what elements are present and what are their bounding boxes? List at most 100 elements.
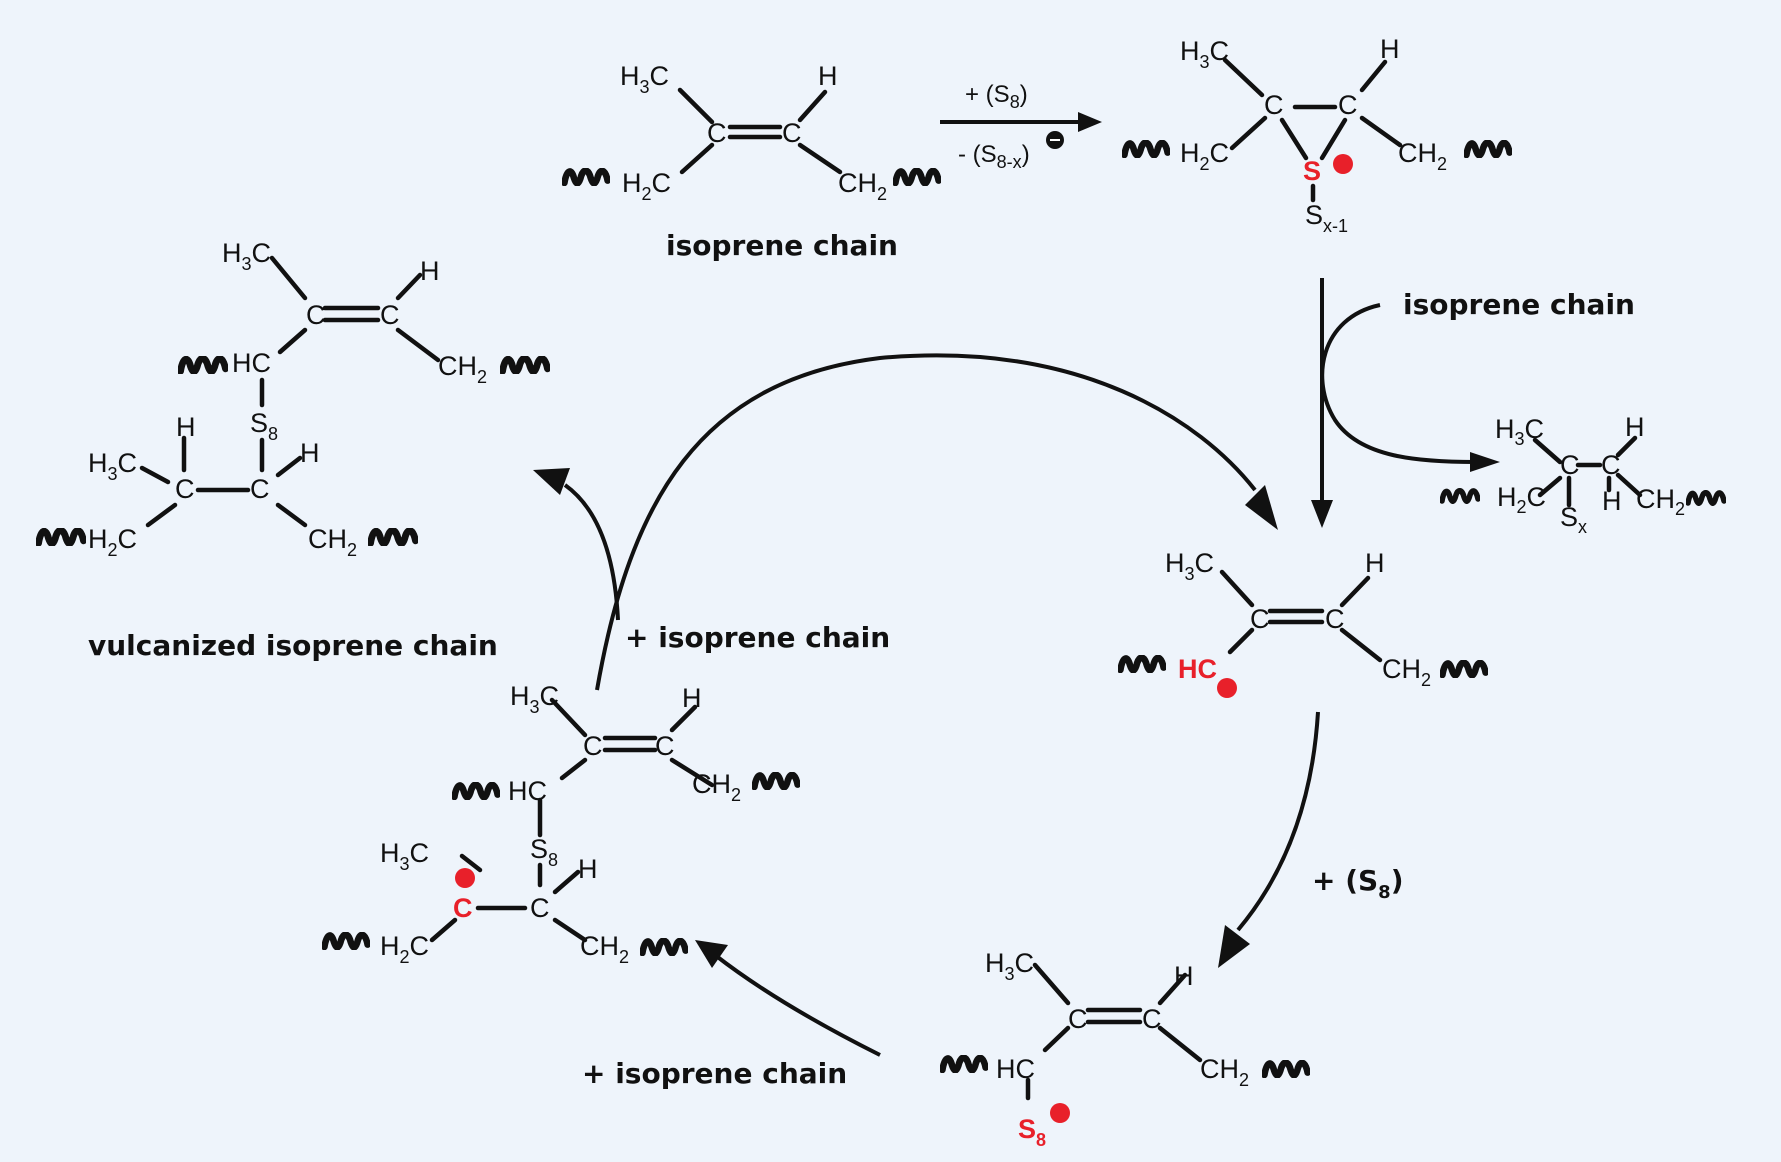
c-label: C xyxy=(707,118,727,148)
reaction-arrow-cycle: + isoprene chain xyxy=(533,353,1278,691)
allylic-cation-molecule: H3C H C C HC CH2 xyxy=(1120,548,1485,698)
ch2-label: CH2 xyxy=(838,168,887,204)
polymer-wave xyxy=(564,171,607,184)
plus-isoprene-label-mid: + isoprene chain xyxy=(625,621,890,654)
vulcanized-label: vulcanized isoprene chain xyxy=(88,629,498,662)
polymer-wave xyxy=(1466,143,1509,156)
h2c-label: H2C xyxy=(1497,482,1546,517)
h3c-label: H3C xyxy=(1495,414,1544,449)
sx-label: Sx xyxy=(1560,502,1587,537)
h-label: H xyxy=(818,61,838,91)
c-label: C xyxy=(1338,90,1358,120)
c-label: C xyxy=(1601,450,1621,480)
ch2-label: CH2 xyxy=(1382,654,1431,690)
polymer-wave xyxy=(454,785,497,798)
h3c-label: H3C xyxy=(88,448,137,484)
polymer-wave xyxy=(39,530,84,543)
h2c-label: H2C xyxy=(1180,138,1229,174)
polymer-wave xyxy=(1442,663,1485,676)
polymer-wave xyxy=(371,530,416,543)
h-label: H xyxy=(578,854,598,884)
ch2-label: CH2 xyxy=(692,769,741,805)
polymer-wave xyxy=(1124,143,1167,156)
h-label: H xyxy=(1625,412,1645,442)
h-label: H xyxy=(1380,34,1400,64)
h2c-label: H2C xyxy=(88,524,137,560)
polymer-wave xyxy=(642,941,685,954)
reaction-arrow-add-s8: + (S8) xyxy=(1218,711,1404,968)
c-label: C xyxy=(1560,450,1580,480)
ch2-label: CH2 xyxy=(308,524,357,560)
h2c-label: H2C xyxy=(380,931,429,967)
hc-label: HC xyxy=(232,348,271,378)
h-label: H xyxy=(1174,961,1194,991)
cation-charge-icon xyxy=(1333,154,1353,174)
c-label: C xyxy=(175,474,195,504)
ch2-label: CH2 xyxy=(1636,484,1685,519)
cation-charge-icon xyxy=(1217,678,1237,698)
reaction-arrow-top: + (S8) - (S8-x) xyxy=(940,81,1102,172)
cation-charge-icon xyxy=(455,868,475,888)
s8-bridge-label: S8 xyxy=(250,408,278,444)
polymer-wave xyxy=(1442,491,1478,502)
isoprene-chain-label: isoprene chain xyxy=(666,229,898,262)
c-label: C xyxy=(1264,90,1284,120)
episulfonium-molecule: H3C H C C H2C CH2 S Sx-1 xyxy=(1124,34,1509,236)
polymer-wave xyxy=(324,935,367,948)
ch2-label: CH2 xyxy=(1200,1054,1249,1090)
polymer-wave xyxy=(1120,658,1163,671)
plus-s8-label: + (S8) xyxy=(1312,864,1404,903)
cation-hc-label: HC xyxy=(1178,654,1217,684)
c-label: C xyxy=(1250,604,1270,634)
hc-label: HC xyxy=(996,1054,1035,1084)
h3c-label: H3C xyxy=(510,681,559,717)
sx-1-label: Sx-1 xyxy=(1305,200,1348,236)
ch2-label: CH2 xyxy=(1398,138,1447,174)
h3c-label: H3C xyxy=(985,948,1034,984)
reagent-add-s8: + (S8) xyxy=(965,81,1028,112)
c-label: C xyxy=(306,300,326,330)
sulfurated-byproduct: H3C H C C H2C H CH2 Sx xyxy=(1442,412,1724,537)
c-label: C xyxy=(380,300,400,330)
reaction-arrow-bottom: + isoprene chain xyxy=(582,940,881,1090)
h2c-label: H2C xyxy=(622,168,671,204)
h3c-label: H3C xyxy=(222,238,271,274)
sulfonium-s-label: S xyxy=(1303,156,1321,186)
c-label: C xyxy=(655,731,675,761)
polymer-wave xyxy=(1264,1063,1307,1076)
h-label: H xyxy=(682,683,702,713)
ch2-label: CH2 xyxy=(438,351,487,387)
c-label: C xyxy=(782,118,802,148)
h-label: H xyxy=(1602,486,1622,516)
polysulfide-cation-molecule: H3C H C C HC CH2 S8 xyxy=(942,948,1307,1150)
c-label: C xyxy=(583,731,603,761)
c-label: C xyxy=(1068,1004,1088,1034)
polymer-wave xyxy=(754,775,797,788)
crosslinked-cation-molecule: H3C H C C HC CH2 S8 H3C C C H H2C CH2 xyxy=(324,681,797,967)
c-label: C xyxy=(1325,604,1345,634)
h3c-label: H3C xyxy=(380,838,429,874)
cation-charge-icon xyxy=(1050,1103,1070,1123)
s8-cation-label: S8 xyxy=(1018,1114,1046,1150)
polymer-wave xyxy=(942,1058,985,1071)
reaction-arrow-right-down: isoprene chain xyxy=(1311,278,1635,528)
reagent-remove-s8x: - (S8-x) xyxy=(958,141,1030,172)
cation-c-label: C xyxy=(453,893,473,923)
h-label: H xyxy=(176,412,196,442)
polymer-wave xyxy=(503,358,548,371)
isoprene-molecule-top: H3C H C C H2C CH2 isoprene chain xyxy=(564,61,938,262)
h3c-label: H3C xyxy=(1180,36,1229,72)
ch2-label: CH2 xyxy=(580,931,629,967)
c-label: C xyxy=(530,893,550,923)
h3c-label: H3C xyxy=(620,61,669,97)
polymer-wave xyxy=(895,171,938,184)
c-label: C xyxy=(1142,1004,1162,1034)
h-label: H xyxy=(1365,548,1385,578)
vulcanized-molecule: H3C H C C HC CH2 S8 H H H3C C C H2C CH2 … xyxy=(39,238,548,662)
hc-label: HC xyxy=(508,776,547,806)
plus-isoprene-label-bottom: + isoprene chain xyxy=(582,1057,847,1090)
polymer-wave xyxy=(181,358,226,371)
h-label: H xyxy=(420,256,440,286)
